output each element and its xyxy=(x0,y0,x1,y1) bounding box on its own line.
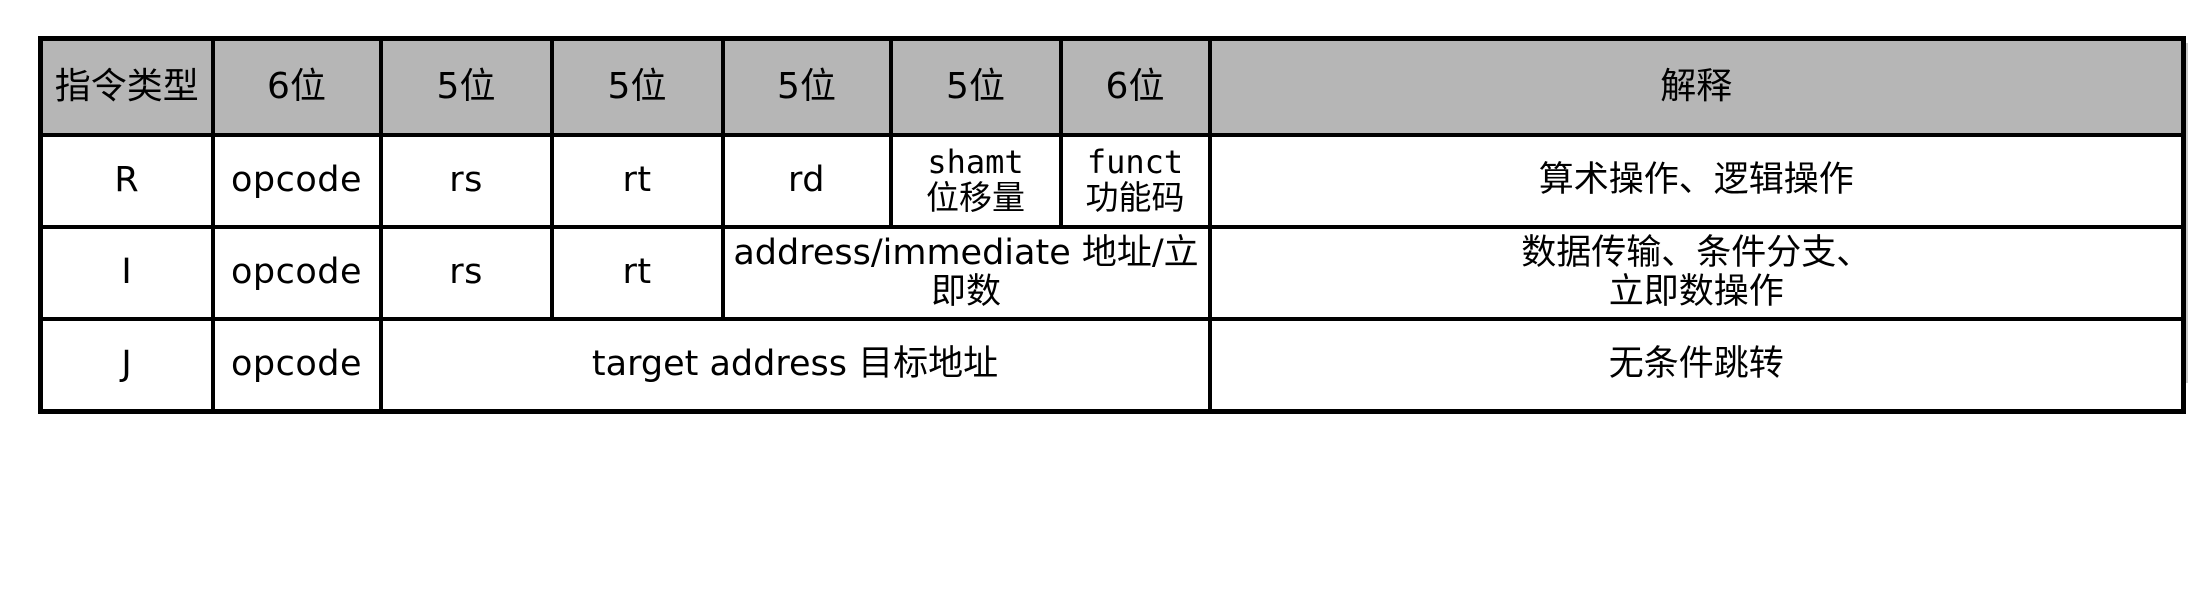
cell-r-shamt-chinese: 位移量 xyxy=(926,178,1025,218)
mips-instruction-format-table: 指令类型 6位 5位 5位 5位 5位 6位 解释 R opcode rs rt… xyxy=(38,36,2186,414)
cell-j-type-label: J xyxy=(38,317,215,414)
cell-i-rt: rt xyxy=(549,225,725,321)
table-header: 指令类型 6位 5位 5位 5位 5位 6位 解释 xyxy=(38,36,2186,137)
header-cell-field-2-bits: 5位 xyxy=(378,36,554,137)
cell-j-explanation: 无条件跳转 xyxy=(1207,317,2186,414)
cell-i-opcode: opcode xyxy=(210,225,383,321)
cell-i-explanation: 数据传输、条件分支、 立即数操作 xyxy=(1207,225,2186,321)
header-cell-field-3-bits: 5位 xyxy=(549,36,725,137)
table-body: R opcode rs rt rd shamt 位移量 funct 功能码 算术… xyxy=(38,133,2186,414)
cell-i-address-immediate: address/immediate 地址/立即数 xyxy=(720,225,1212,321)
cell-i-type-label: I xyxy=(38,225,215,321)
header-cell-field-4-bits: 5位 xyxy=(720,36,893,137)
header-row: 指令类型 6位 5位 5位 5位 5位 6位 解释 xyxy=(38,36,2186,137)
header-cell-instruction-type: 指令类型 xyxy=(38,36,215,137)
header-cell-field-5-bits: 5位 xyxy=(888,36,1063,137)
cell-r-opcode: opcode xyxy=(210,133,383,229)
cell-r-funct: funct 功能码 xyxy=(1058,133,1212,229)
table-row-i-type: I opcode rs rt address/immediate 地址/立即数 … xyxy=(38,225,2186,321)
cell-i-explanation-line-2: 立即数操作 xyxy=(1608,272,1784,312)
cell-r-shamt-english: shamt xyxy=(927,142,1024,181)
header-cell-field-6-bits: 6位 xyxy=(1058,36,1212,137)
cell-r-explanation-line-1: 算术操作、逻辑操作 xyxy=(1538,160,1854,201)
cell-r-funct-chinese: 功能码 xyxy=(1085,178,1185,218)
cell-r-explanation: 算术操作、逻辑操作 xyxy=(1207,133,2186,229)
cell-j-explanation-line-1: 无条件跳转 xyxy=(1608,344,1784,385)
header-cell-field-1-bits: 6位 xyxy=(210,36,383,137)
table-row-j-type: J opcode target address 目标地址 无条件跳转 xyxy=(38,317,2186,414)
cell-r-type-label: R xyxy=(38,133,215,229)
cell-j-opcode: opcode xyxy=(210,317,383,414)
cell-i-rs: rs xyxy=(378,225,554,321)
cell-r-rd: rd xyxy=(720,133,893,229)
cell-r-rs: rs xyxy=(378,133,554,229)
cell-i-explanation-line-1: 数据传输、条件分支、 xyxy=(1521,232,1872,273)
cell-r-funct-english: funct xyxy=(1086,142,1184,181)
cell-r-shamt: shamt 位移量 xyxy=(888,133,1063,229)
cell-r-rt: rt xyxy=(549,133,725,229)
header-cell-explanation: 解释 xyxy=(1207,36,2186,137)
cell-j-target-address: target address 目标地址 xyxy=(378,317,1212,414)
table-row-r-type: R opcode rs rt rd shamt 位移量 funct 功能码 算术… xyxy=(38,133,2186,229)
